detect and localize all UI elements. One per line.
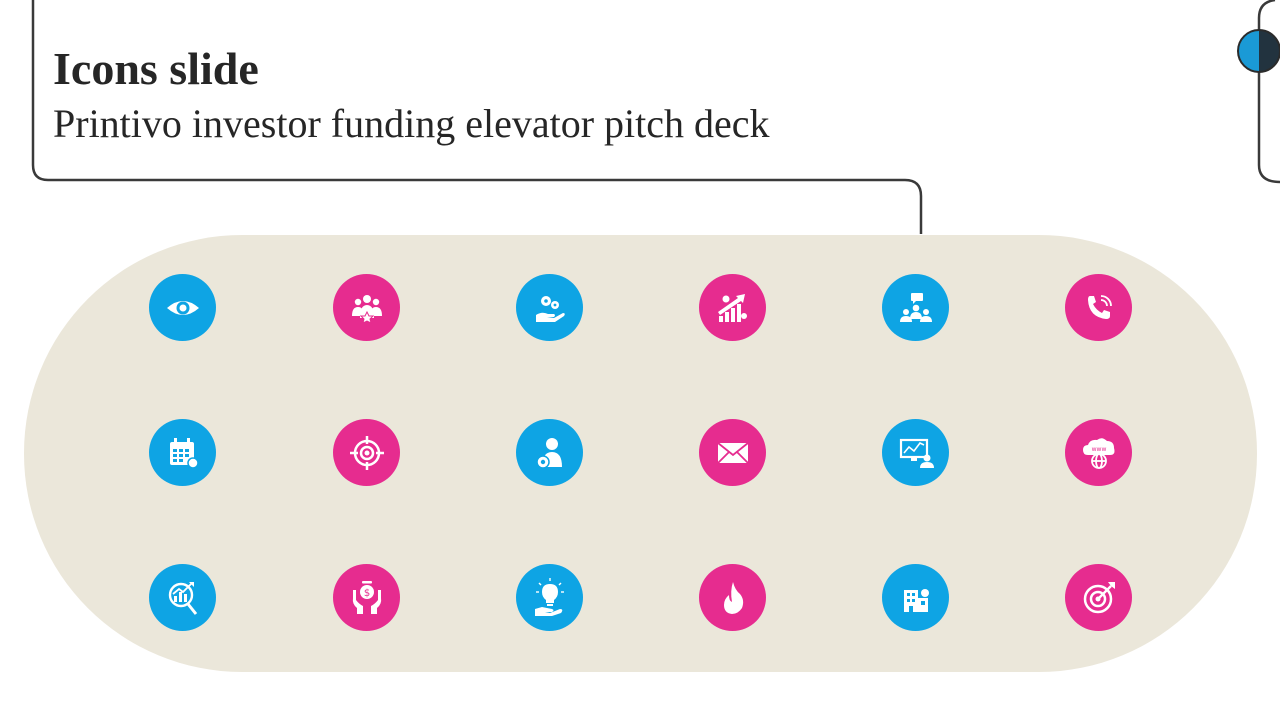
analytics-magnifier-icon bbox=[149, 564, 216, 631]
eye-icon bbox=[149, 274, 216, 341]
phone-icon bbox=[1065, 274, 1132, 341]
user-settings-icon bbox=[516, 419, 583, 486]
svg-text:$: $ bbox=[363, 588, 369, 599]
slide-subtitle: Printivo investor funding elevator pitch… bbox=[53, 101, 770, 146]
growth-chart-icon bbox=[699, 274, 766, 341]
target-arrow-icon bbox=[1065, 564, 1132, 631]
hands-money-icon: $ bbox=[333, 564, 400, 631]
envelope-icon bbox=[699, 419, 766, 486]
svg-text:www: www bbox=[1091, 446, 1106, 453]
team-chat-icon bbox=[882, 274, 949, 341]
icon-panel bbox=[24, 235, 1257, 672]
idea-bulb-hand-icon bbox=[516, 564, 583, 631]
office-building-icon bbox=[882, 564, 949, 631]
hand-gears-icon bbox=[516, 274, 583, 341]
corner-decor-circle bbox=[1237, 29, 1280, 73]
cloud-globe-www-icon: www bbox=[1065, 419, 1132, 486]
online-meeting-icon bbox=[882, 419, 949, 486]
flame-icon bbox=[699, 564, 766, 631]
calendar-icon bbox=[149, 419, 216, 486]
team-award-icon bbox=[333, 274, 400, 341]
title-frame bbox=[31, 0, 1280, 234]
crosshair-target-icon bbox=[333, 419, 400, 486]
slide-title: Icons slide bbox=[53, 43, 259, 94]
